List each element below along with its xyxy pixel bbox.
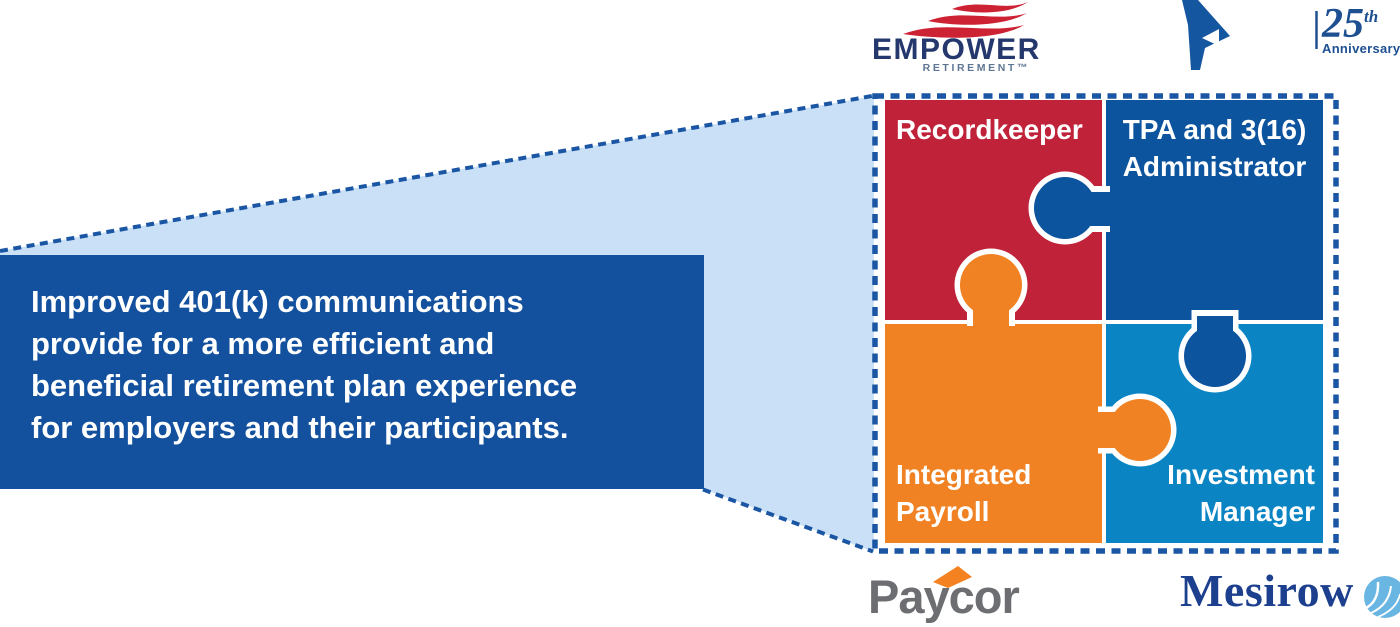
label-line: Integrated: [896, 459, 1032, 490]
message-line: provide for a more efficient and: [31, 326, 495, 361]
puzzle-diagram: [885, 100, 1323, 543]
mesirow-wordmark: Mesirow: [1180, 565, 1354, 616]
label-tpa-administrator: TPA and 3(16) Administrator: [1106, 111, 1323, 185]
knob-blue-into-red: [1034, 177, 1110, 239]
label-line: TPA and 3(16): [1122, 114, 1307, 145]
empower-wordmark: EMPOWER: [872, 33, 1041, 66]
paycor-arrow-icon: [933, 566, 972, 588]
message-line: Improved 401(k) communications: [31, 284, 524, 319]
label-line: Investment: [1167, 459, 1315, 490]
knob-orange-into-red: [960, 254, 1022, 326]
label-recordkeeper: Recordkeeper: [896, 111, 1083, 148]
partner-ribbon-icon: [1182, 0, 1230, 70]
label-integrated-payroll: Integrated Payroll: [896, 456, 1031, 530]
label-line: Payroll: [896, 496, 990, 527]
connector-funnel: [0, 94, 874, 554]
message-line: for employers and their participants.: [31, 410, 569, 445]
anniversary-suffix: th: [1364, 7, 1379, 26]
empower-retirement-subtext: RETIREMENT™: [922, 62, 1030, 74]
puzzle-piece-integrated-payroll: [885, 324, 1102, 543]
message-line: beneficial retirement plan experience: [31, 368, 578, 403]
label-investment-manager: Investment Manager: [1106, 456, 1315, 530]
mesirow-globe-icon: [1364, 576, 1400, 618]
anniversary-number-value: 25: [1322, 1, 1364, 47]
label-line: Administrator: [1122, 151, 1307, 182]
knob-blue-into-lightblue: [1184, 316, 1246, 387]
label-line: Manager: [1199, 496, 1315, 527]
empower-waves-icon: [903, 2, 1028, 38]
knob-orange-into-lightblue: [1098, 399, 1171, 461]
label-line: Recordkeeper: [896, 114, 1083, 145]
anniversary-label: Anniversary: [1322, 41, 1400, 56]
puzzle-piece-tpa-administrator: [1106, 100, 1323, 320]
message-box: Improved 401(k) communications provide f…: [0, 255, 704, 489]
puzzle-knobs: [960, 177, 1246, 461]
anniversary-number: 25th: [1322, 0, 1378, 47]
paycor-wordmark: Paycor: [868, 570, 1020, 623]
